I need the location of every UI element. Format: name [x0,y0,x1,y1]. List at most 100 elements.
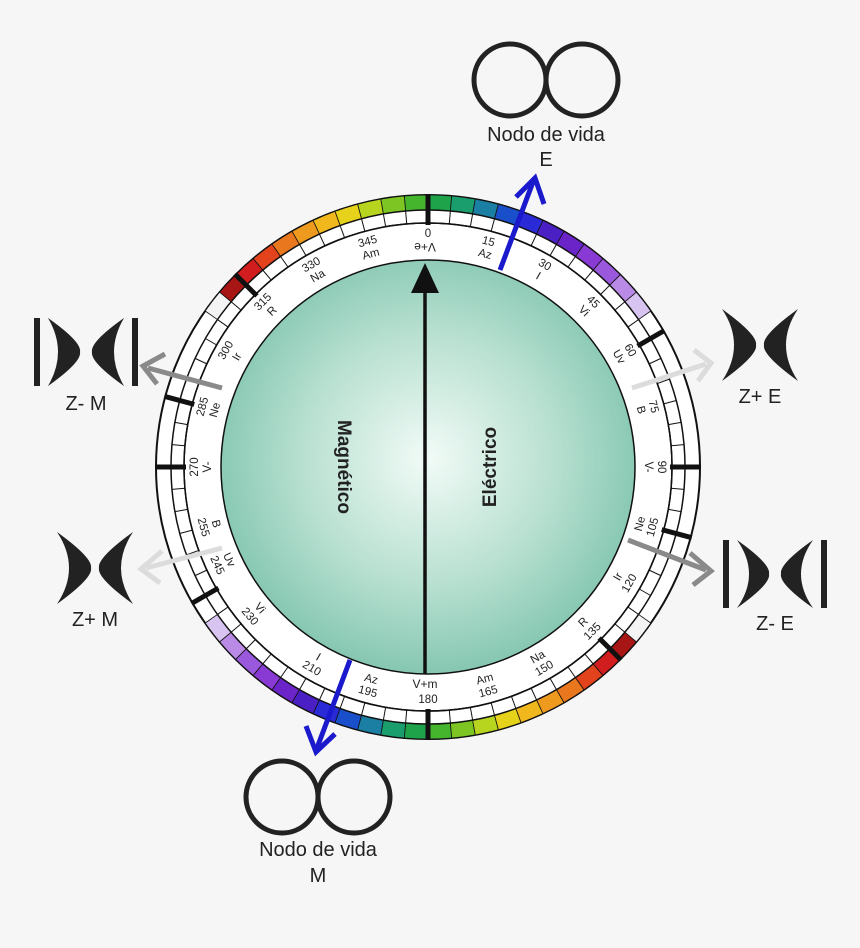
label-v-plus-m: V+m [412,677,437,691]
ring-tick [217,319,229,328]
ring-tick [262,269,272,281]
ring-tick [510,696,517,709]
nodo-de-vida-m-icon [243,758,393,836]
node-bottom-line1: Nodo de vida [259,839,378,861]
ring-tick [448,210,451,224]
ring-tick [530,687,538,701]
ring-name-label: Ne [633,515,648,532]
blue-arrow-bottom [303,659,353,757]
ring-tick [262,653,272,665]
ring-tick [614,623,626,633]
ring-tick [339,225,346,238]
ring-degree-label: 255 [195,516,212,538]
ring-major-tick [636,328,666,349]
ring-degree-label: 345 [357,234,379,251]
z-minus-e-icon [723,540,827,608]
ring-name-label: I [314,652,323,664]
z-minus-m-icon [34,318,138,386]
ring-tick [339,696,346,709]
ring-tick [584,653,594,665]
ring-tick [217,606,229,615]
ring-name-label: V- [202,461,214,472]
ring-tick [657,378,670,385]
ring-major-tick [190,585,220,606]
ring-degree-label: 270 [189,457,201,476]
ring-tick [584,269,594,281]
node-top-line1: Nodo de vida [487,124,606,146]
ring-tick [361,218,366,232]
nodo-de-vida-e-icon [471,41,621,119]
ring-tick [382,707,387,721]
ring-major-tick [163,393,195,407]
ring-degree-label: 180 [418,694,437,706]
spectrum-segment [403,194,429,212]
ring-tick [230,301,242,311]
ring-tick [171,487,185,490]
ring-tick [639,588,651,596]
label-v-plus-e: V+e [414,240,436,254]
ring-tick [627,606,639,615]
spectrum-segment [427,722,453,740]
ring-tick [648,357,662,365]
ring-tick [405,210,408,224]
ring-tick [614,301,626,311]
ring-tick [318,687,326,701]
blue-arrow-top [497,173,547,271]
ring-tick [600,284,611,295]
ring-tick [230,623,242,633]
sphere [220,259,636,675]
ring-name-label: I [534,271,543,283]
label-magnetico: Magnético [333,420,354,514]
ring-tick [567,256,576,268]
ring-tick [174,421,188,426]
ring-tick [663,400,677,405]
ring-tick [648,569,662,577]
gray-arrow-zminus-e [627,537,715,587]
ring-degree-label: 0 [425,228,431,240]
ring-name-label: Am [361,246,381,262]
ring-name-label: Uv [220,551,237,569]
ring-tick [280,256,289,268]
ring-tick [171,444,185,447]
ring-tick [668,508,682,513]
ring-tick [469,707,474,721]
ring-degree-label: 30 [536,257,553,274]
ring-tick [174,508,188,513]
label-electrico: Eléctrico [480,427,501,507]
ring-degree-label: 75 [646,399,661,414]
ring-tick [490,218,495,232]
label-zminus-m: Z- M [65,393,106,415]
spectrum-segment [403,722,429,740]
ring-name-label: Ne [208,401,223,418]
ring-tick [469,213,474,227]
gray-arrow-zplus-m [136,545,223,586]
ring-tick [186,549,199,556]
ring-tick [245,639,256,650]
ring-degree-label: 90 [655,461,667,474]
ring-name-label: Az [477,247,493,262]
ring-ticks [171,210,685,724]
ring-tick [549,244,557,256]
ring-degree-label: 195 [357,684,379,701]
ring-tick [448,710,451,724]
ring-name-label: B [209,519,223,530]
ring-tick [567,666,576,678]
ring-tick [205,338,217,346]
ring-name-label: Az [363,672,379,687]
ring-tick [671,487,685,490]
ring-tick [668,421,682,426]
gray-arrow-zplus-e [631,348,715,391]
node-bottom-line2: M [310,865,327,887]
axis-arrowhead [411,263,439,293]
ring-major-tick [233,272,259,298]
ring-name-label: Am [475,672,495,688]
ring-tick [382,213,387,227]
z-plus-m-icon [57,532,133,604]
ring-tick [299,678,307,690]
ring-major-ticks [155,194,701,740]
ring-degree-label: 165 [477,684,499,701]
ring-major-tick [661,527,693,541]
ring-name-label: B [634,405,648,416]
spectrum-segment [427,194,453,212]
